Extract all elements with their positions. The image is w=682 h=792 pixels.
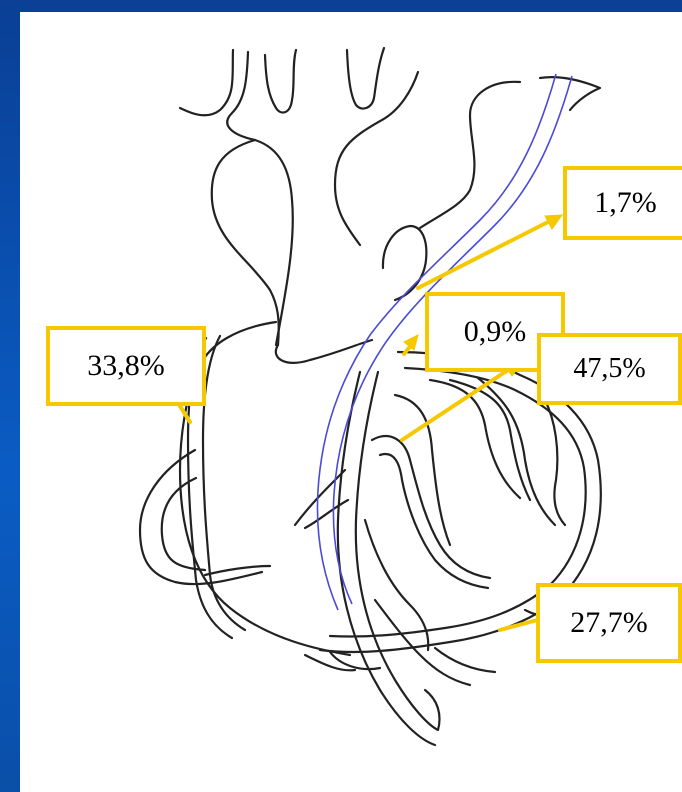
diagonal-branch-2 [395, 395, 450, 545]
vessel-right-upper [335, 72, 418, 245]
label-33-8-text: 33,8% [87, 349, 165, 383]
label-0-9-text: 0,9% [464, 315, 527, 349]
label-33-8-percent: 33,8% [46, 326, 206, 406]
diagonal-branch-1 [372, 436, 490, 578]
posterior-branch-3 [435, 648, 495, 672]
label-27-7-text: 27,7% [570, 606, 648, 640]
label-1-7-text: 1,7% [594, 186, 657, 220]
apex-branch-2 [305, 655, 355, 670]
vessel-left-inner [227, 52, 293, 345]
apex-branch [330, 652, 380, 669]
label-47-5-percent: 47,5% [537, 333, 682, 405]
acute-marginal [205, 566, 270, 575]
marginal-branch-1 [430, 380, 520, 498]
posterior-branch-1 [365, 520, 428, 650]
label-47-5-text: 47,5% [573, 353, 645, 385]
posterior-branch-2 [375, 600, 470, 685]
arrow-2-head [404, 335, 418, 350]
label-27-7-percent: 27,7% [536, 583, 682, 663]
vessel-mid-right [347, 48, 384, 109]
vessel-left-upper [180, 50, 233, 115]
left-atrium [420, 82, 520, 228]
marginal-branch-4 [545, 400, 565, 525]
label-1-7-percent: 1,7% [563, 166, 682, 240]
right-heart-edge [140, 450, 262, 584]
right-heart-inner [162, 478, 205, 570]
vessel-mid-left [265, 50, 296, 113]
arrow-1-shaft [418, 222, 548, 288]
